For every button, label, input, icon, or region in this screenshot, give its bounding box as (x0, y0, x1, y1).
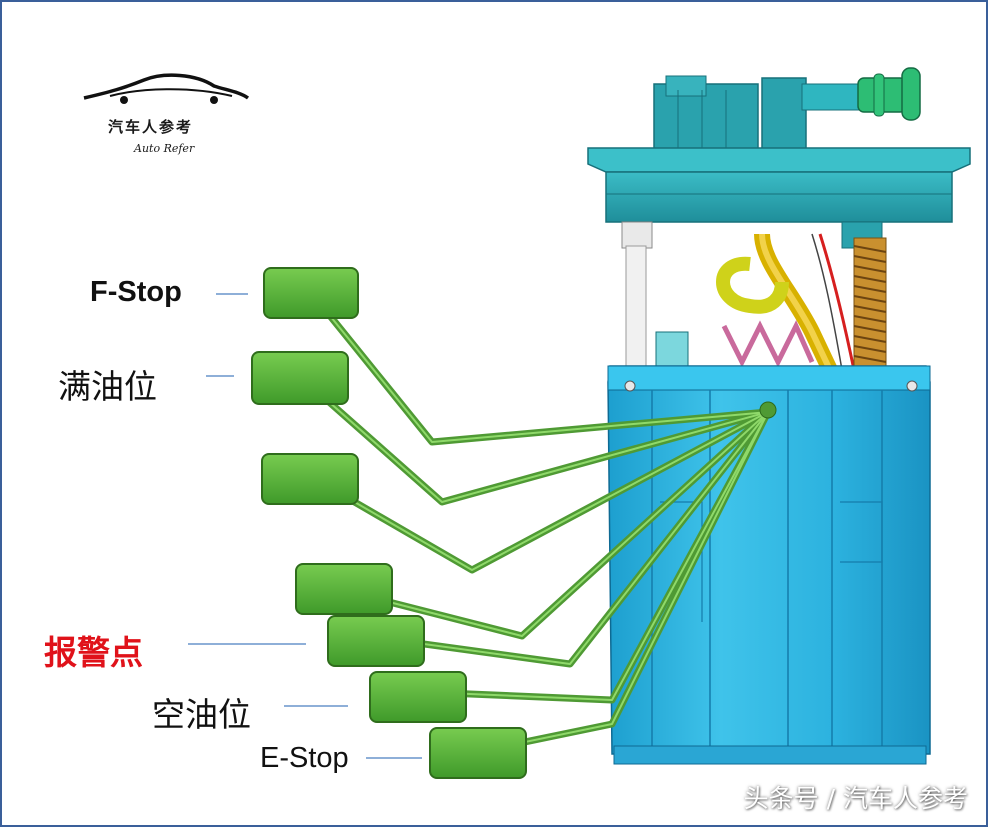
float-full (251, 351, 349, 405)
float-e-stop (429, 727, 527, 779)
watermark: 头条号 / 汽车人参考 (743, 784, 968, 813)
label-full-level: 满油位 (58, 367, 157, 406)
car-silhouette-icon (83, 73, 250, 104)
logo-english-text: Auto Refer (134, 142, 195, 155)
label-empty-level: 空油位 (152, 695, 251, 734)
floats (251, 267, 527, 779)
flange-plate (587, 147, 971, 249)
float-f-stop (263, 267, 359, 319)
float-pivot (759, 401, 777, 419)
float-mid (261, 453, 359, 505)
flange-fittings (653, 67, 921, 159)
leader-lines (188, 293, 422, 759)
connecting-rods (625, 233, 887, 374)
float-4 (295, 563, 393, 615)
label-alarm-point: 报警点 (44, 633, 143, 672)
label-e-stop: E-Stop (260, 742, 349, 774)
float-alarm (327, 615, 425, 667)
auto-refer-logo: 汽车人参考 Auto Refer (80, 68, 252, 164)
float-empty (369, 671, 467, 723)
logo-chinese-text: 汽车人参考 (108, 118, 194, 136)
spring-icon (853, 237, 887, 373)
reservoir-body (607, 365, 931, 765)
label-f-stop: F-Stop (90, 276, 182, 308)
